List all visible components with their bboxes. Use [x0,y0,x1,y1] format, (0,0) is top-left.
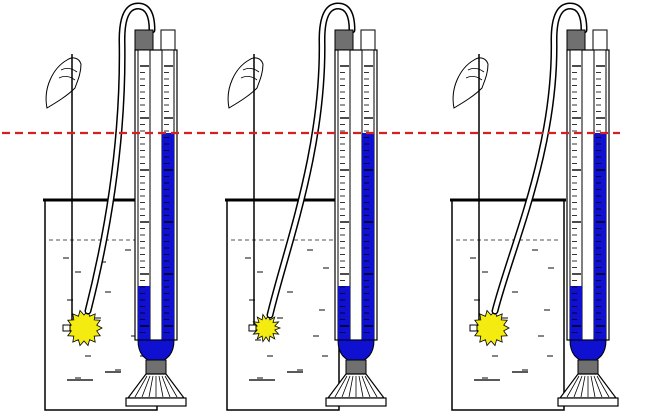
hand-finger [467,68,485,73]
stand-rib [566,375,580,398]
hand [45,57,82,109]
stand-rib [573,375,583,398]
stand-rib [141,375,151,398]
panel-2 [225,2,387,411]
stand-rib [148,375,154,398]
stand-neck [345,359,367,375]
stand-rib [164,375,178,398]
stand-rib [161,375,171,398]
liquid-bend [569,339,607,363]
hand-finger [60,68,78,73]
stand-foot [557,397,619,407]
panel-1 [43,2,187,411]
stand-rib [590,375,596,398]
beaker [226,200,340,411]
beaker [451,200,565,411]
hand [452,57,489,109]
balloon-nozzle [62,324,71,332]
stopper [134,29,154,51]
open-end [592,29,608,51]
stand-rib [593,375,603,398]
stand-rib [334,375,348,398]
tubing [86,3,154,313]
tubing [493,3,586,313]
tubing [268,3,354,317]
stand-rib [596,375,610,398]
stand-rib [158,375,164,398]
stand-neck [577,359,599,375]
stand-rib [134,375,148,398]
stand-rib [348,375,354,398]
open-end [160,29,176,51]
stand-rib [341,375,351,398]
liquid-right [162,133,174,340]
stand-rib [358,375,364,398]
balloon-nozzle [469,324,478,332]
stopper [566,29,586,51]
hand-finger [240,76,258,81]
liquid-right [594,133,606,340]
stand-rib [361,375,371,398]
liquid-right [362,133,374,340]
open-end [360,29,376,51]
hand [227,57,264,109]
hand-finger [58,76,76,81]
stopper [334,29,354,51]
balloon-nozzle [248,324,257,332]
panel-3 [450,2,619,411]
stand-foot [125,397,187,407]
liquid-bend [337,339,375,363]
stand-neck [145,359,167,375]
hand-finger [465,76,483,81]
stand-rib [364,375,378,398]
stand-rib [580,375,586,398]
stand-foot [325,397,387,407]
hand-finger [242,68,260,73]
liquid-bend [137,339,175,363]
